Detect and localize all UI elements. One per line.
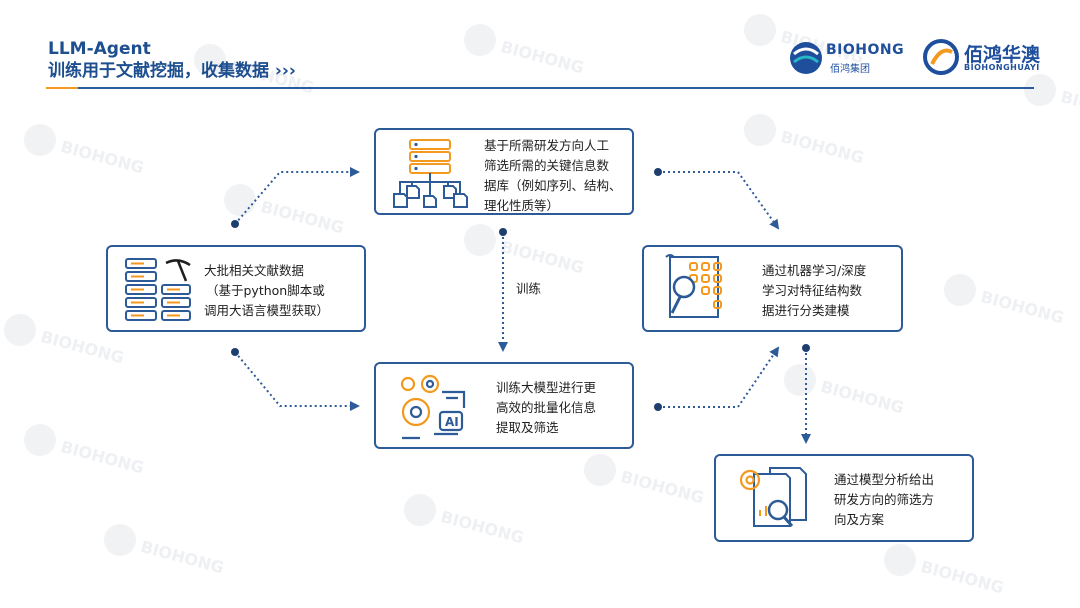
brand-name: BIOHONG xyxy=(826,42,905,58)
page-subtitle: 训练用于文献挖掘，收集数据 ››› xyxy=(48,61,296,81)
database-pickaxe-icon xyxy=(125,258,191,321)
node-text: 基于所需研发方向人工 筛选所需的关键信息数 据库（例如序列、结构、 理化性质等） xyxy=(484,138,622,213)
biohong-logo-icon xyxy=(790,42,822,74)
edge-start-dot xyxy=(231,348,239,356)
edge-start-dot xyxy=(654,403,662,411)
header-divider xyxy=(46,87,1034,89)
server-network-icon xyxy=(393,139,468,208)
edge-left-to-top xyxy=(234,167,360,225)
node-literature-data: 大批相关文献数据 （基于python脚本或 调用大语言模型获取） xyxy=(106,245,366,332)
edge-start-dot xyxy=(231,220,239,228)
header-divider-accent xyxy=(46,87,78,89)
node-ml-modeling: 通过机器学习/深度 学习对特征结构数 据进行分类建模 xyxy=(642,245,903,332)
brand-name-cn: 佰鸿集团 xyxy=(830,64,870,75)
node-text: 大批相关文献数据 （基于python脚本或 调用大语言模型获取） xyxy=(204,263,330,318)
ai-gears-icon: AI xyxy=(400,374,466,440)
node-analysis-plan: 通过模型分析给出 研发方向的筛选方 向及方案 xyxy=(714,454,974,542)
edge-start-dot xyxy=(802,344,810,352)
node-train-llm: AI 训练大模型进行更 高效的批量化信息 提取及筛选 xyxy=(374,362,634,449)
svg-text:AI: AI xyxy=(445,415,459,429)
page-title: LLM-Agent xyxy=(48,39,151,59)
node-text: 通过模型分析给出 研发方向的筛选方 向及方案 xyxy=(834,472,935,527)
document-magnifier-icon xyxy=(665,254,722,318)
report-analysis-icon xyxy=(739,467,807,527)
node-key-database: 基于所需研发方向人工 筛选所需的关键信息数 据库（例如序列、结构、 理化性质等） xyxy=(374,128,634,215)
edge-left-to-middle xyxy=(234,351,360,411)
edge-middle-to-right xyxy=(658,346,780,408)
brand2-name-en: BIOHONGHUAYI xyxy=(964,63,1040,72)
brand2-name-cn: 佰鸿华澳 xyxy=(964,44,1041,66)
node-text: 训练大模型进行更 高效的批量化信息 提取及筛选 xyxy=(496,380,597,435)
edge-top-to-right xyxy=(658,171,780,230)
huayi-logo-icon xyxy=(923,39,959,75)
node-text: 通过机器学习/深度 学习对特征结构数 据进行分类建模 xyxy=(762,263,867,318)
edge-start-dot xyxy=(499,228,507,236)
edge-start-dot xyxy=(654,168,662,176)
edge-label-train: 训练 xyxy=(516,281,542,296)
